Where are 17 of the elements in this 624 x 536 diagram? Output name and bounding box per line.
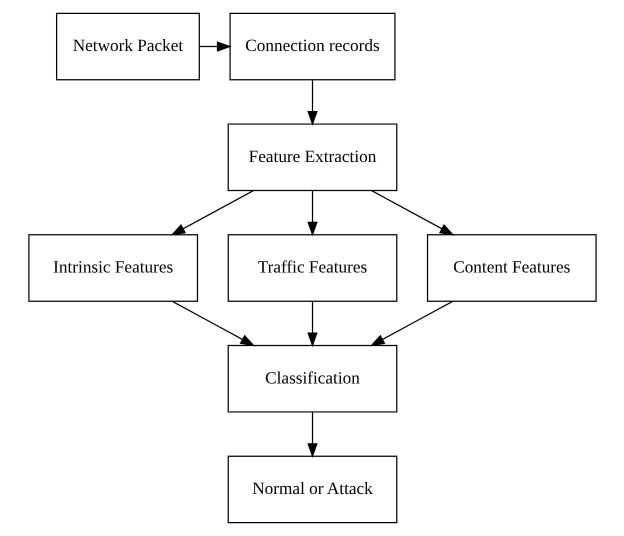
node-box: Network Packet — [55, 12, 200, 80]
node-box: Classification — [227, 344, 397, 413]
arrow — [306, 302, 318, 348]
arrow — [306, 80, 318, 126]
arrow — [370, 190, 454, 236]
node-box: Content Features — [426, 234, 596, 302]
arrow — [369, 300, 452, 346]
arrow — [170, 190, 254, 236]
arrow — [172, 300, 255, 346]
node-box: Intrinsic Features — [28, 234, 198, 302]
arrow — [306, 190, 318, 237]
node-box: Normal or Attack — [227, 456, 397, 524]
node-box: Feature Extraction — [227, 123, 397, 192]
node-box: Traffic Features — [227, 234, 397, 302]
node-box: Connection records — [228, 12, 396, 80]
arrow — [198, 41, 232, 52]
arrow — [306, 412, 318, 458]
